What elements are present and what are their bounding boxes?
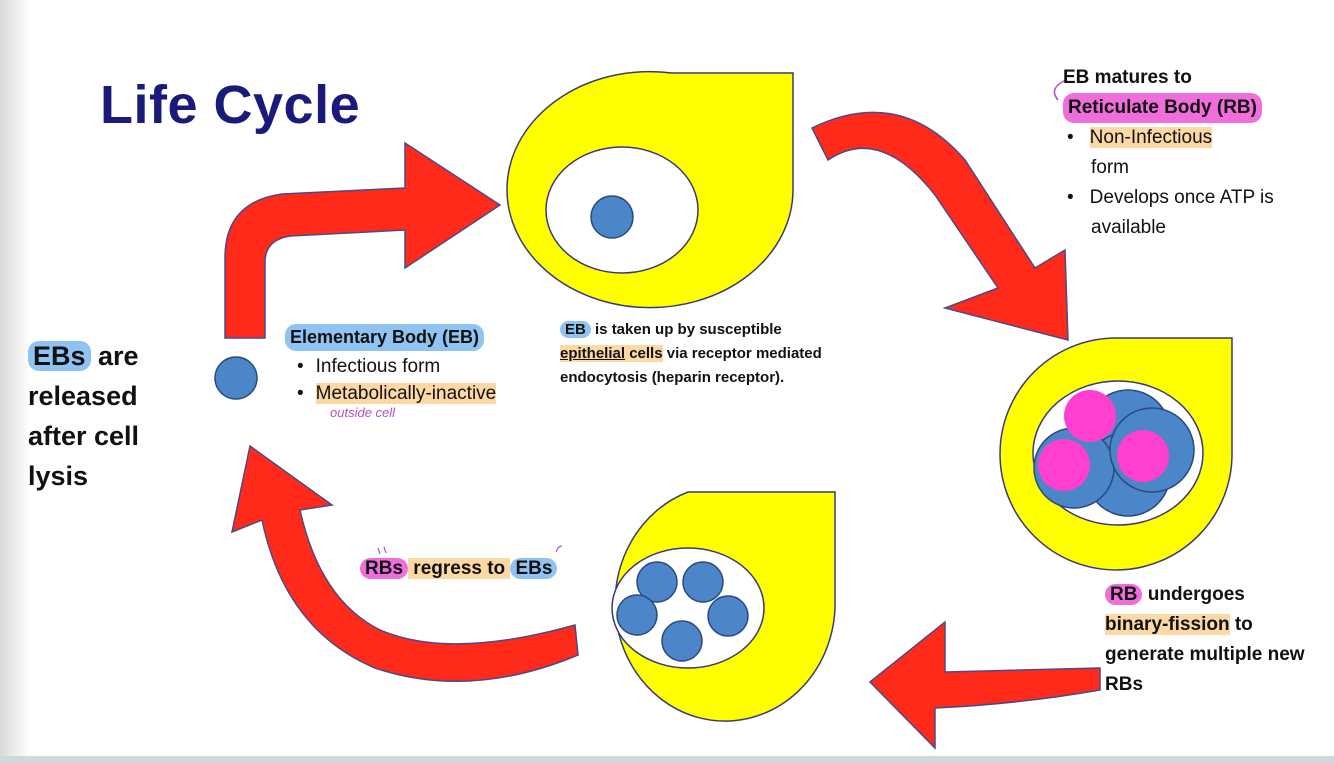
slide-bottom-bar: [0, 756, 1334, 763]
uptake-text: is taken up by susceptible: [590, 321, 782, 338]
elementary-body-heading: Elementary Body (EB): [285, 324, 485, 351]
annotation-tick: [555, 545, 563, 553]
epithelial-highlight: epithelial: [560, 345, 626, 362]
list-item: Infectious form: [297, 353, 496, 380]
new-eb: [682, 561, 724, 603]
regress-text: regress to: [408, 558, 511, 579]
rb-highlight: RB: [1105, 584, 1143, 605]
eb-in-vacuole: [590, 195, 634, 239]
free-elementary-body: [214, 356, 258, 400]
fission-description: RB undergoes binary-fission to generate …: [1105, 580, 1305, 700]
release-text: released: [28, 381, 138, 411]
rb-bullets: Non-Infectious form Develops once ATP is …: [1063, 123, 1313, 243]
rb-core: [1117, 430, 1169, 482]
new-eb: [616, 594, 658, 636]
bullet-text: Metabolically-inactive: [315, 383, 497, 404]
new-eb: [707, 595, 749, 637]
release-text: after cell: [28, 421, 140, 451]
rb-core: [1064, 390, 1116, 442]
elementary-body-bullets: Infectious form Metabolically-inactive: [285, 353, 497, 407]
ebs-highlight: EBs: [510, 558, 558, 579]
binary-fission-highlight: binary-fission: [1105, 614, 1230, 635]
uptake-text: cells: [625, 345, 663, 362]
left-edge-shadow: [0, 0, 30, 763]
new-eb: [636, 561, 678, 603]
new-eb: [661, 620, 703, 662]
uptake-text: via receptor mediated endocytosis (hepar…: [560, 345, 822, 386]
fission-text: undergoes: [1142, 584, 1245, 605]
bullet-text: Infectious form: [315, 356, 441, 377]
slide-title: Life Cycle: [100, 75, 361, 135]
rb-core: [1038, 439, 1090, 491]
annotation-curl: [1053, 79, 1067, 101]
bullet-text: Non-Infectious: [1089, 127, 1213, 148]
arrow-rb-to-fission-cell: [868, 620, 1101, 750]
uptake-description: EB is taken up by susceptible epithelial…: [560, 318, 880, 390]
regress-label: RBs regress to EBs: [360, 558, 558, 580]
release-label: EBs are released after cell lysis: [28, 336, 188, 496]
list-item: Metabolically-inactive: [297, 380, 497, 407]
list-item: Non-Infectious form: [1089, 123, 1313, 183]
eb-highlight: EB: [560, 321, 591, 338]
fission-text: to: [1229, 614, 1253, 635]
rbs-highlight: RBs: [360, 558, 409, 579]
elementary-body-info: Elementary Body (EB) Infectious form Met…: [285, 324, 497, 407]
bullet-text: form: [1091, 157, 1129, 178]
annotation-tick: [377, 546, 387, 555]
list-item: Develops once ATP is available: [1089, 183, 1313, 243]
release-text: are: [90, 341, 139, 371]
rb-heading-2: Reticulate Body (RB): [1063, 93, 1262, 123]
arrow-fission-to-release: [230, 444, 579, 683]
handwritten-note: outside cell: [330, 405, 396, 420]
arrow-eb-to-cell: [224, 141, 502, 339]
release-text: lysis: [28, 461, 89, 491]
arrow-cell-to-rb: [810, 111, 1069, 341]
ebs-highlight: EBs: [28, 341, 91, 371]
rb-heading-1: EB matures to: [1063, 67, 1192, 88]
bullet-text: Develops once ATP is available: [1089, 187, 1274, 238]
reticulate-body-info: EB matures to Reticulate Body (RB) Non-I…: [1063, 63, 1313, 243]
fission-text: generate multiple new RBs: [1105, 644, 1305, 695]
